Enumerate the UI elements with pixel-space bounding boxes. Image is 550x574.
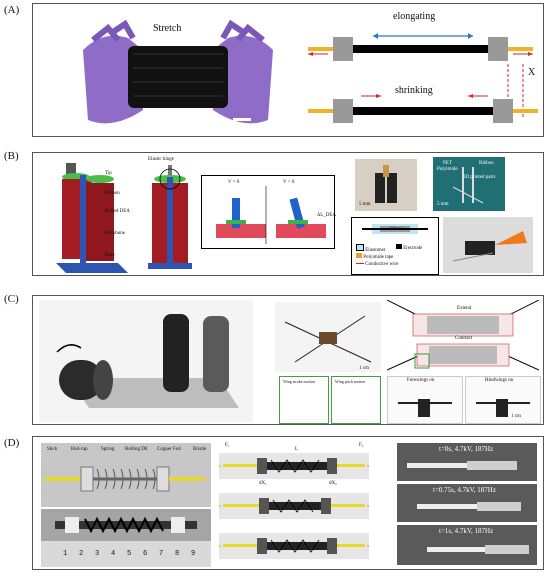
frame-t0-label: t=0s, 4.7kV, 187Hz xyxy=(439,445,494,453)
elongating-label: elongating xyxy=(393,11,436,22)
panel-a-label: (A) xyxy=(4,4,20,16)
label-base: Base xyxy=(105,253,115,258)
dea-photo-2 xyxy=(433,157,505,211)
panel-c-label: (C) xyxy=(4,293,19,305)
label-f2: F₂ xyxy=(359,443,364,448)
hindwings-photo xyxy=(465,376,541,424)
ruler-2: 2 xyxy=(79,550,84,558)
dea-photo-1 xyxy=(355,159,417,211)
panel-a: Stretch elongating shrinking X xyxy=(32,3,544,137)
delta-l-label: ΔL_DEA xyxy=(317,213,337,218)
extend-label: Extend xyxy=(457,306,472,311)
label-dx2: dX₂ xyxy=(329,481,337,486)
wing-pitch-label: Wing pitch motion xyxy=(335,379,366,384)
label-3d-parts: 3D printed parts xyxy=(463,175,496,180)
frame-t075 xyxy=(397,484,537,522)
ruler: 1 2 3 4 5 6 7 8 9 xyxy=(41,541,211,567)
hinge-detail-box xyxy=(201,175,335,249)
ruler-5: 5 xyxy=(127,550,132,558)
legend-wire: Conductive wire xyxy=(356,262,398,267)
rolled-actuator-photo xyxy=(39,300,253,422)
spring-robot-photo: 1 2 3 4 5 6 7 8 9 xyxy=(41,509,211,567)
panel-b: Tip Ribbon Rolled DEA Backbone Base Elas… xyxy=(32,152,544,276)
ruler-3: 3 xyxy=(95,550,100,558)
scale-bar-b1: 5 mm xyxy=(359,202,371,207)
legend-polyimide: Polyimide tape xyxy=(356,253,393,260)
wing-stroke-inset: Wing stroke motion xyxy=(279,376,329,424)
label-dx1: dX₁ xyxy=(259,481,267,486)
v-positive-label: V > 0 xyxy=(283,180,295,185)
part-stick: Stick xyxy=(47,447,58,452)
part-copper: Copper Foil xyxy=(157,447,182,452)
v-zero-label: V = 0 xyxy=(228,180,240,185)
label-ribbon: Ribbon xyxy=(105,191,120,196)
rolled-dea-diagram xyxy=(56,163,192,273)
panel-b-label: (B) xyxy=(4,150,19,162)
shrinking-label: shrinking xyxy=(395,85,433,96)
part-bristle: Bristle xyxy=(193,447,207,452)
frame-t1 xyxy=(397,525,537,565)
label-rolled-dea: Rolled DEA xyxy=(105,209,130,214)
panel-c: 1 cm Wing stroke motion Wing pitch motio… xyxy=(32,295,544,425)
hindwings-label: Hindwings on xyxy=(485,378,514,383)
scale-bar-b2: 5 mm xyxy=(437,202,449,207)
silver-label: Silver xyxy=(390,227,402,232)
label-f1: F₁ xyxy=(225,443,230,448)
wing-pitch-inset: Wing pitch motion xyxy=(331,376,381,424)
panel-d: Stick End-cap Spring Rolling DE Copper F… xyxy=(32,436,544,570)
stretch-label: Stretch xyxy=(153,23,182,34)
scale-bar-c2: 1 cm xyxy=(511,414,521,419)
label-pet: PET xyxy=(443,161,452,166)
forewings-label: Forewings on xyxy=(407,378,435,383)
part-rolling-de: Rolling DE xyxy=(125,447,148,452)
insect-robot-photo xyxy=(275,302,381,372)
extend-contract-schematic xyxy=(387,300,539,371)
ruler-1: 1 xyxy=(63,550,68,558)
ruler-4: 4 xyxy=(111,550,116,558)
label-tip: Tip xyxy=(105,171,112,176)
layer-legend: Silver Elastomer Electrode Polyimide tap… xyxy=(351,217,439,275)
ruler-7: 7 xyxy=(159,550,164,558)
scale-bar-c1: 1 cm xyxy=(359,366,369,371)
contract-label: Contract xyxy=(455,336,473,341)
frame-t075-label: t=0.75s, 4.7kV, 187Hz xyxy=(433,486,496,494)
label-ribbon-photo: Ribbon xyxy=(479,161,494,166)
label-backbone: Backbone xyxy=(105,231,125,236)
label-l: L xyxy=(295,447,299,452)
wing-stroke-label: Wing stroke motion xyxy=(283,379,315,384)
ruler-9: 9 xyxy=(191,550,196,558)
x-label: X xyxy=(528,67,536,78)
forewings-photo xyxy=(387,376,463,424)
glove-stretch-photo xyxy=(73,10,283,134)
gait-schematic xyxy=(219,453,369,559)
label-elastic-hinge: Elastic hinge xyxy=(148,157,174,162)
frame-t1-label: t=1s, 4.7kV, 187Hz xyxy=(439,527,494,535)
dea-photo-3 xyxy=(443,217,533,273)
spring-robot-diagram xyxy=(41,443,211,507)
ruler-8: 8 xyxy=(175,550,180,558)
ruler-6: 6 xyxy=(143,550,148,558)
legend-electrode: Electrode xyxy=(396,244,422,251)
legend-elastomer: Elastomer xyxy=(356,244,386,253)
part-spring: Spring xyxy=(101,447,115,452)
elongation-schematic xyxy=(308,33,538,123)
part-endcap: End-cap xyxy=(71,447,88,452)
panel-d-label: (D) xyxy=(4,437,20,449)
label-polyimide: Polyimide xyxy=(437,167,458,172)
frame-t0 xyxy=(397,443,537,481)
